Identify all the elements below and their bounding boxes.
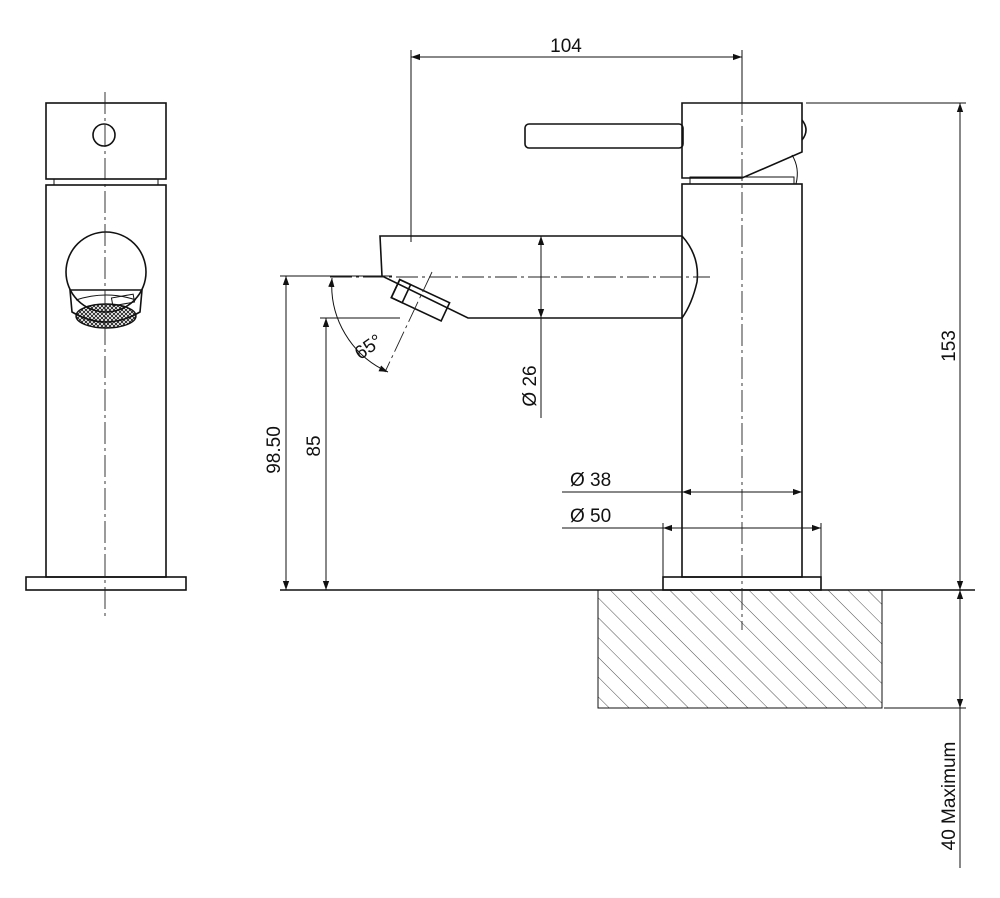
dim-50-label: Ø 50 [570,506,611,527]
front-view [25,92,187,620]
aerator-axis [384,271,433,373]
dim-153-label: 153 [939,330,960,362]
dim-104-label: 104 [550,36,582,57]
side-lever [524,123,684,149]
front-collar [53,178,159,186]
dimension-104: 104 [410,36,743,242]
dimension-50-dia: Ø 50 [562,506,822,577]
front-indicator-hole [92,123,116,147]
dim-26-label: Ø 26 [520,365,541,406]
dim-38-label: Ø 38 [570,470,611,491]
dimension-153: 153 [806,102,966,590]
bench-section [597,589,883,709]
dim-98-50-label: 98.50 [264,426,285,474]
dim-85-label: 85 [304,435,325,456]
dimension-40-max: 40 Maximum [884,590,966,868]
dimension-98-50: 98.50 [264,275,392,590]
dimension-38-dia: Ø 38 [562,470,802,496]
side-aerator [390,278,451,322]
dim-40-label: 40 Maximum [939,742,960,851]
side-spout [379,235,699,319]
dimension-65-angle: 65° [328,277,389,373]
front-base-plate [25,576,187,591]
front-handle-block [45,102,167,180]
front-body [45,184,167,578]
dim-65-label: 65° [351,331,387,365]
side-handle-block [681,102,803,179]
dimension-85: 85 [304,317,400,590]
side-view [280,60,975,709]
front-spout-outlet [65,231,147,329]
dimension-26-dia: Ø 26 [520,236,545,418]
